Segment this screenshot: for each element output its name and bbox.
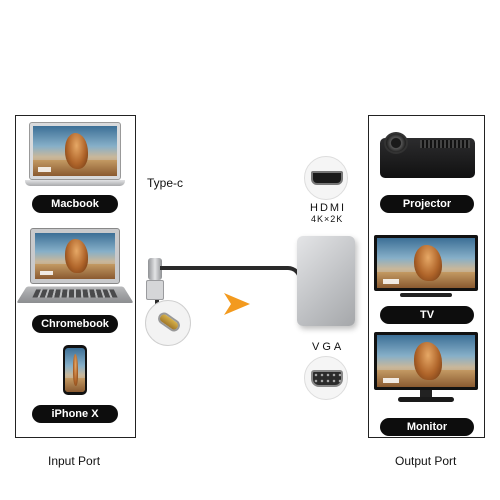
type-c-plug-collar [146,280,164,300]
vga-port-closeup [304,356,348,400]
monitor-label: Monitor [380,418,474,436]
tv-image [374,235,478,300]
macbook-image [25,122,125,192]
hdmi-label: HDMI [310,202,347,214]
monitor-image [374,332,478,408]
usb-c-cable-path [160,266,302,288]
macbook-label: Macbook [32,195,118,213]
vga-label: VGA [312,341,345,353]
input-port-caption: Input Port [48,454,101,468]
type-c-label: Type-c [147,176,184,190]
hdmi-spec-label: 4K×2K [311,214,344,224]
tv-label: TV [380,306,474,324]
type-c-plug [148,258,162,280]
hdmi-port-closeup [304,156,348,200]
direction-arrow-icon [224,293,250,315]
projector-label: Projector [380,195,474,213]
output-port-caption: Output Port [395,454,457,468]
iphone-label: iPhone X [32,405,118,423]
chromebook-label: Chromebook [32,315,118,333]
adapter-body [297,236,355,326]
iphone-image [63,345,87,395]
type-c-port-closeup [145,300,191,346]
chromebook-image [16,228,134,306]
projector-image [380,130,475,184]
